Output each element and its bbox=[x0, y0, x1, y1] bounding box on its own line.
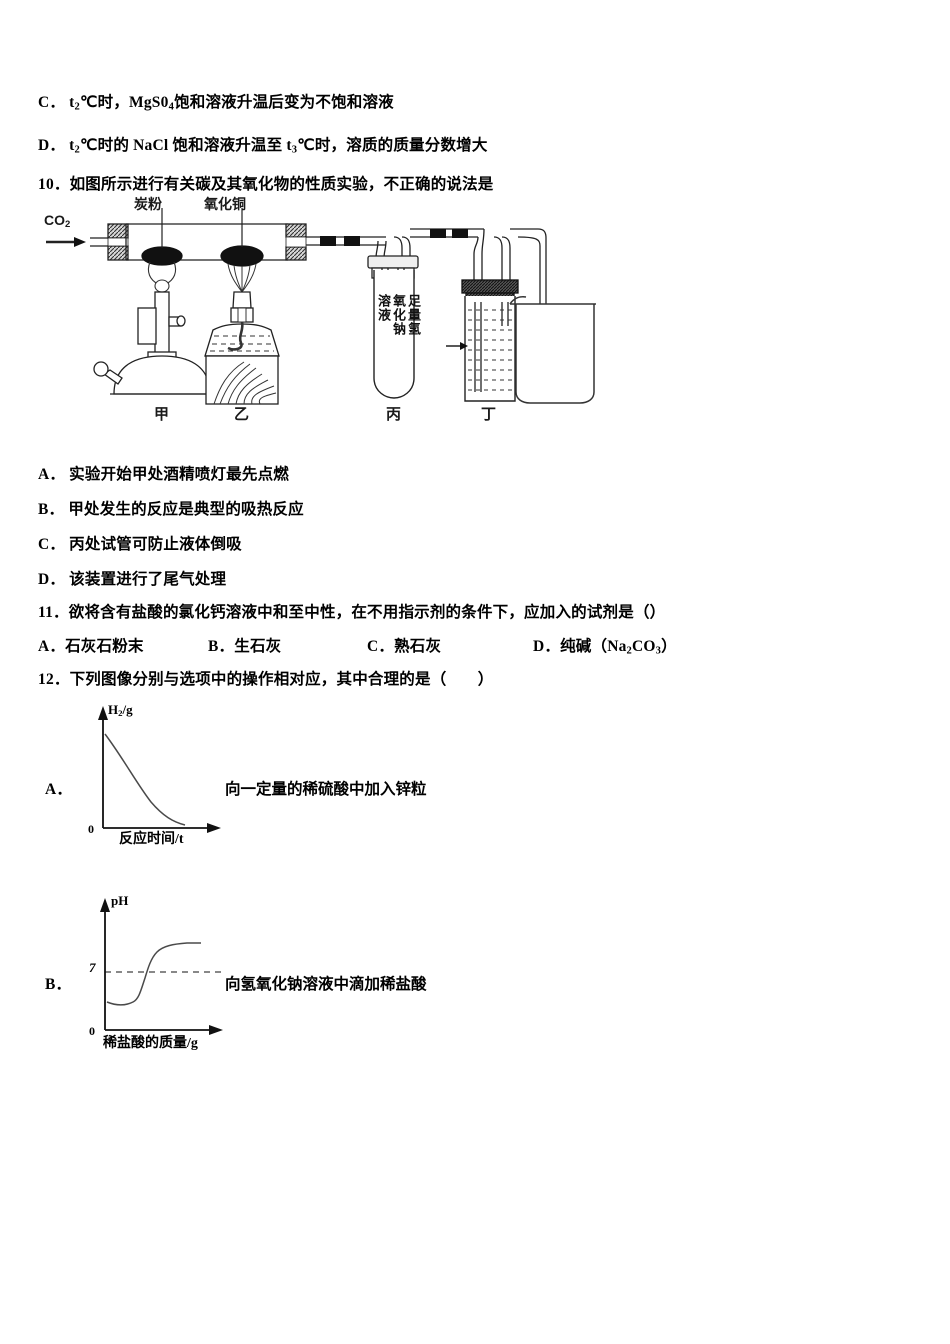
device-label-jia: 甲 bbox=[154, 406, 170, 423]
q10-option-c-letter: C． bbox=[38, 536, 66, 553]
q12-stem: 12．下列图像分别与选项中的操作相对应，其中合理的是（ ） bbox=[38, 667, 494, 689]
q12-number: 12． bbox=[38, 671, 70, 688]
chart-b-ph7-tick-label: 7 bbox=[89, 960, 96, 975]
q10-option-d: D． 该装置进行了尾气处理 bbox=[38, 567, 226, 589]
q11-option-d: D．纯碱（Na2CO3） bbox=[533, 634, 677, 656]
q12-option-a-chart: H2/g 0 反应时间/t bbox=[75, 700, 235, 850]
chart-b-y-axis-label: pH bbox=[111, 893, 129, 908]
co2-inlet-arrow bbox=[46, 237, 86, 247]
device-label-ding: 丁 bbox=[481, 406, 497, 423]
naoh-label-col-2: 氧化钠 bbox=[391, 294, 406, 336]
chart-b-x-axis-label: 稀盐酸的质量/g bbox=[103, 1036, 198, 1051]
chart-a-y-axis-label: H2/g bbox=[108, 702, 133, 718]
carbon-powder-heap bbox=[141, 246, 183, 266]
copper-oxide-heap bbox=[220, 245, 264, 267]
blast-burner-flame bbox=[147, 261, 177, 293]
safety-test-tube bbox=[367, 236, 419, 399]
left-stopper bbox=[107, 223, 129, 261]
co2-inlet-label: CO2 bbox=[44, 212, 71, 231]
q9-option-d: D． t2℃时的 NaCl 饱和溶液升温至 t3℃时，溶质的质量分数增大 bbox=[38, 133, 488, 155]
device-label-yi: 乙 bbox=[234, 406, 250, 423]
q12-option-b-chart: pH 7 0 稀盐酸的质量/g bbox=[75, 890, 245, 1055]
q9-option-c-letter: C． bbox=[38, 94, 66, 111]
q11-option-b-text: 生石灰 bbox=[234, 638, 282, 655]
q9-option-c-text: t2℃时，MgS04饱和溶液升温后变为不饱和溶液 bbox=[69, 94, 394, 113]
q12-option-a-letter: A． bbox=[45, 781, 73, 798]
q11-option-a-text: 石灰石粉末 bbox=[65, 638, 144, 655]
q10-number: 10． bbox=[38, 176, 70, 193]
gas-washing-bottle bbox=[446, 228, 519, 402]
chart-a-svg bbox=[98, 706, 221, 833]
q9-option-d-letter: D． bbox=[38, 137, 66, 154]
q12-option-a-letter-wrap: A． bbox=[45, 777, 72, 799]
alcohol-lamp-flame bbox=[227, 263, 257, 293]
q11-option-b: B．生石灰 bbox=[208, 634, 281, 656]
q11-option-d-letter: D． bbox=[533, 638, 561, 655]
q10-option-b-text: 甲处发生的反应是典型的吸热反应 bbox=[68, 501, 304, 518]
q10-option-a-text: 实验开始甲处酒精喷灯最先点燃 bbox=[69, 466, 289, 483]
right-stopper bbox=[285, 223, 307, 261]
q11-option-a-letter: A． bbox=[38, 638, 66, 655]
device-label-bing: 丙 bbox=[386, 406, 402, 423]
q12-option-b-caption: 向氢氧化钠溶液中滴加稀盐酸 bbox=[225, 976, 427, 993]
wood-block bbox=[205, 355, 279, 405]
q11-option-c-text: 熟石灰 bbox=[394, 638, 442, 655]
q10-option-c-text: 丙处试管可防止液体倒吸 bbox=[69, 536, 242, 553]
q10-option-b: B． 甲处发生的反应是典型的吸热反应 bbox=[38, 497, 304, 519]
q10-option-d-letter: D． bbox=[38, 571, 66, 588]
chart-a-x-axis-label: 反应时间/t bbox=[119, 832, 184, 847]
q12-option-b-letter-wrap: B． bbox=[45, 972, 71, 994]
q11-option-c-letter: C． bbox=[367, 638, 395, 655]
q10-option-a: A． 实验开始甲处酒精喷灯最先点燃 bbox=[38, 462, 289, 484]
q11-option-a: A．石灰石粉末 bbox=[38, 634, 144, 656]
q12-option-b-letter: B． bbox=[45, 976, 72, 993]
beaker bbox=[509, 296, 596, 404]
carbon-powder-label: 炭粉 bbox=[134, 196, 162, 212]
q10-option-d-text: 该装置进行了尾气处理 bbox=[69, 571, 227, 588]
q10-stem: 10．如图所示进行有关碳及其氧化物的性质实验，不正确的说法是 bbox=[38, 172, 494, 194]
naoh-label-col-1: 足量氢 bbox=[406, 294, 421, 336]
q9-option-d-text: t2℃时的 NaCl 饱和溶液升温至 t3℃时，溶质的质量分数增大 bbox=[69, 137, 488, 156]
q11-number: 11． bbox=[38, 604, 69, 621]
q10-stem-text: 如图所示进行有关碳及其氧化物的性质实验，不正确的说法是 bbox=[69, 176, 494, 193]
q11-option-c: C．熟石灰 bbox=[367, 634, 441, 656]
q12-stem-text: 下列图像分别与选项中的操作相对应，其中合理的是（ ） bbox=[69, 671, 494, 688]
q10-option-c: C． 丙处试管可防止液体倒吸 bbox=[38, 532, 242, 554]
q11-stem-text: 欲将含有盐酸的氯化钙溶液中和至中性，在不用指示剂的条件下，应加入的试剂是（） bbox=[68, 604, 666, 621]
connector-tube-2 bbox=[410, 228, 484, 238]
connector-tube-1 bbox=[306, 236, 386, 246]
alcohol-blast-burner bbox=[93, 291, 214, 395]
naoh-solution-label: 足量氢 氧化钠 溶液 bbox=[376, 294, 421, 336]
alcohol-lamp bbox=[204, 291, 280, 357]
q12-option-a-caption: 向一定量的稀硫酸中加入锌粒 bbox=[225, 781, 427, 798]
q10-option-a-letter: A． bbox=[38, 466, 66, 483]
q10-option-b-letter: B． bbox=[38, 501, 65, 518]
apparatus-svg bbox=[46, 208, 596, 405]
copper-oxide-label: 氧化铜 bbox=[204, 196, 246, 212]
chart-a-origin-label: 0 bbox=[88, 822, 94, 836]
naoh-label-col-3: 溶液 bbox=[376, 294, 391, 322]
chart-b-svg bbox=[100, 898, 223, 1035]
tail-gas-tube bbox=[510, 228, 547, 392]
chart-b-origin-label: 0 bbox=[89, 1024, 95, 1038]
q11-option-d-text: 纯碱（Na2CO3） bbox=[560, 638, 677, 657]
carbon-oxide-experiment-diagram: CO2 炭粉 氧化铜 足量氢 氧化钠 溶液 甲 乙 丙 丁 bbox=[38, 196, 613, 426]
q11-option-b-letter: B． bbox=[208, 638, 235, 655]
q9-option-c: C． t2℃时，MgS04饱和溶液升温后变为不饱和溶液 bbox=[38, 90, 394, 112]
q11-stem: 11．欲将含有盐酸的氯化钙溶液中和至中性，在不用指示剂的条件下，应加入的试剂是（… bbox=[38, 600, 665, 622]
